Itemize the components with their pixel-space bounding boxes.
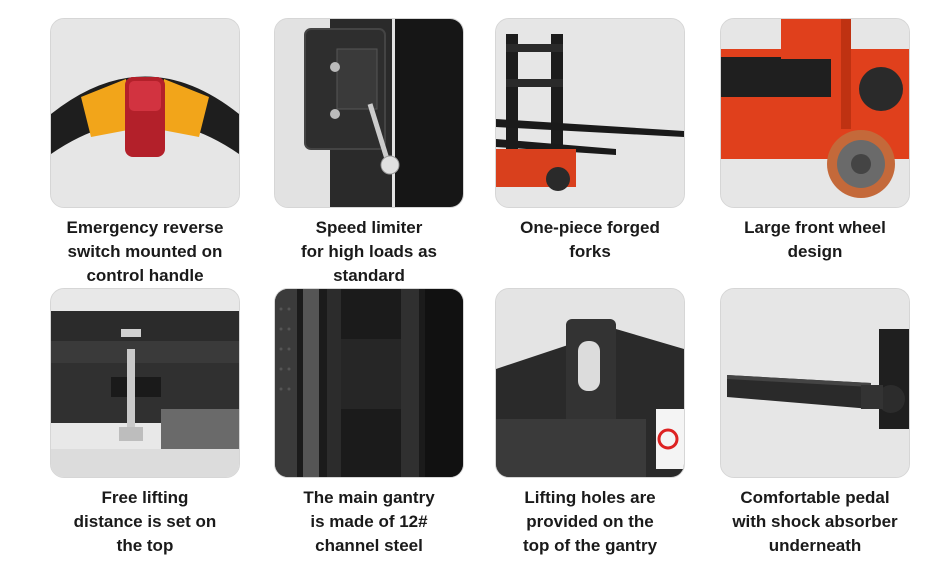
feature-card-free-lifting: Free lifting distance is set on the top: [50, 288, 240, 558]
feature-card-front-wheel: Large front wheel design: [720, 18, 910, 264]
pedal-photo: [720, 288, 910, 478]
feature-caption: Speed limiter for high loads as standard: [300, 218, 438, 285]
free-lifting-photo: [50, 288, 240, 478]
front-wheel-photo: [720, 18, 910, 208]
feature-card-pedal: Comfortable pedal with shock absorber un…: [720, 288, 910, 558]
feature-caption: Lifting holes are provided on the top of…: [522, 488, 658, 555]
emergency-switch-photo: [50, 18, 240, 208]
feature-card-lifting-holes: Lifting holes are provided on the top of…: [495, 288, 685, 558]
feature-caption: The main gantry is made of 12# channel s…: [303, 488, 435, 555]
lifting-holes-photo: [495, 288, 685, 478]
feature-caption: Emergency reverse switch mounted on cont…: [66, 218, 224, 285]
feature-card-main-gantry: The main gantry is made of 12# channel s…: [274, 288, 464, 558]
feature-caption: Comfortable pedal with shock absorber un…: [732, 488, 898, 555]
forged-forks-photo: [495, 18, 685, 208]
speed-limiter-photo: [274, 18, 464, 208]
feature-card-emergency-switch: Emergency reverse switch mounted on cont…: [50, 18, 240, 288]
feature-caption: Free lifting distance is set on the top: [73, 488, 217, 555]
feature-caption: One-piece forged forks: [520, 218, 660, 261]
feature-card-speed-limiter: Speed limiter for high loads as standard: [274, 18, 464, 288]
main-gantry-photo: [274, 288, 464, 478]
feature-card-forged-forks: One-piece forged forks: [495, 18, 685, 264]
feature-caption: Large front wheel design: [744, 218, 886, 261]
